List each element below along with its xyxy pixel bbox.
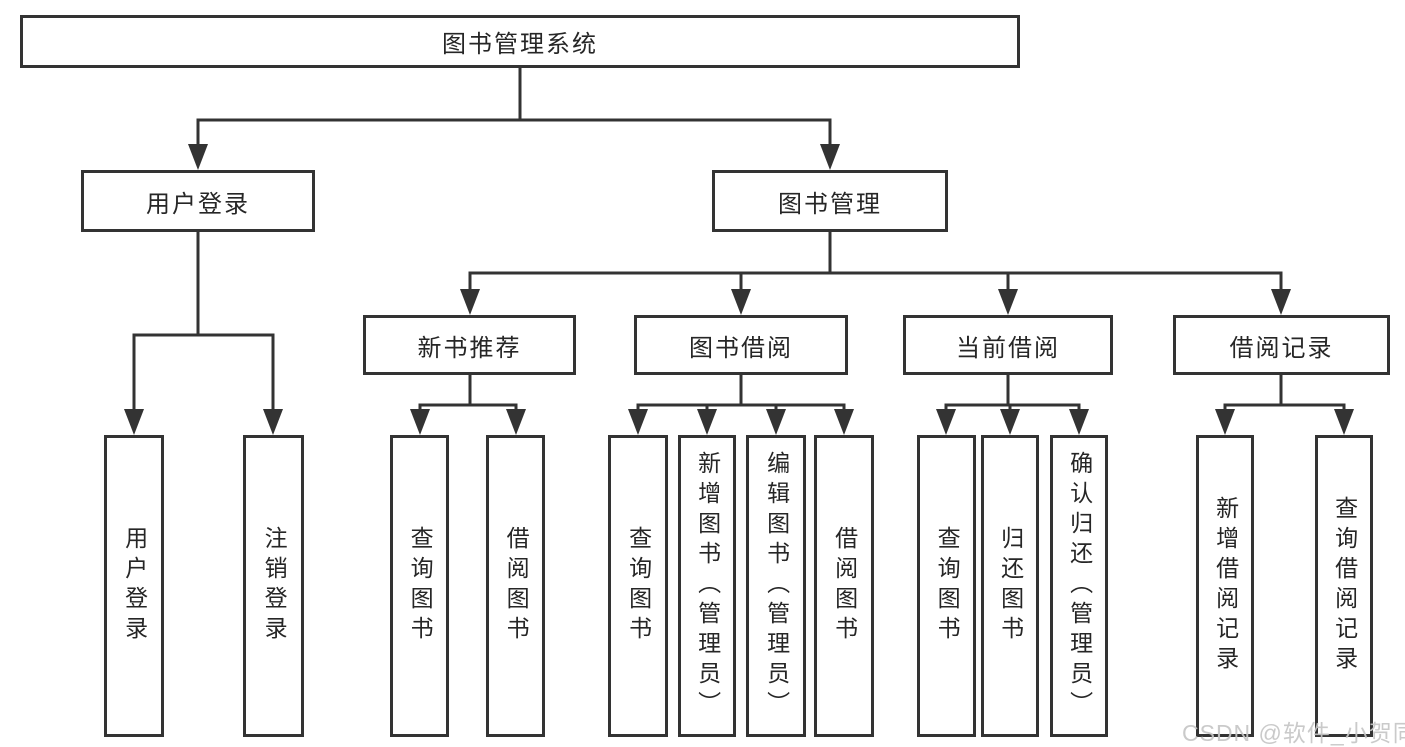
watermark: CSDN @软件_小贺同学 bbox=[1182, 720, 1405, 746]
node-user-login: 用户登录 bbox=[81, 170, 315, 232]
leaf-return-books: 归还图书 bbox=[981, 435, 1039, 737]
connector-user-login-to-leaves bbox=[132, 232, 275, 431]
arrowheads bbox=[124, 144, 1354, 435]
leaf-query-books-borrowing: 查询图书 bbox=[608, 435, 668, 737]
leaf-borrow-books-borrowing: 借阅图书 bbox=[814, 435, 874, 737]
connector-new-book-recommendation-to-leaves bbox=[418, 375, 518, 431]
node-book-borrowing: 图书借阅 bbox=[634, 315, 848, 375]
node-book-management: 图书管理 bbox=[712, 170, 948, 232]
leaf-confirm-return-admin: 确认归还（管理员） bbox=[1050, 435, 1108, 737]
connector-borrowing-records-to-leaves bbox=[1223, 375, 1346, 431]
leaf-add-book-admin: 新增图书（管理员） bbox=[678, 435, 736, 737]
leaf-query-borrow-record: 查询借阅记录 bbox=[1315, 435, 1373, 737]
leaf-logout: 注销登录 bbox=[243, 435, 304, 737]
connector-root-to-level2 bbox=[196, 68, 832, 166]
leaf-query-books-current: 查询图书 bbox=[917, 435, 976, 737]
connector-book-borrowing-to-leaves bbox=[636, 375, 846, 431]
leaf-query-books-recommend: 查询图书 bbox=[390, 435, 449, 737]
node-borrowing-records: 借阅记录 bbox=[1173, 315, 1390, 375]
node-current-borrowing: 当前借阅 bbox=[903, 315, 1113, 375]
connector-book-management-to-level3 bbox=[468, 232, 1283, 311]
node-new-book-recommendation: 新书推荐 bbox=[363, 315, 576, 375]
leaf-edit-book-admin: 编辑图书（管理员） bbox=[746, 435, 806, 737]
leaf-borrow-books-recommend: 借阅图书 bbox=[486, 435, 545, 737]
leaf-add-borrow-record: 新增借阅记录 bbox=[1196, 435, 1254, 737]
leaf-user-login: 用户登录 bbox=[104, 435, 164, 737]
node-library-management-system: 图书管理系统 bbox=[20, 15, 1020, 68]
